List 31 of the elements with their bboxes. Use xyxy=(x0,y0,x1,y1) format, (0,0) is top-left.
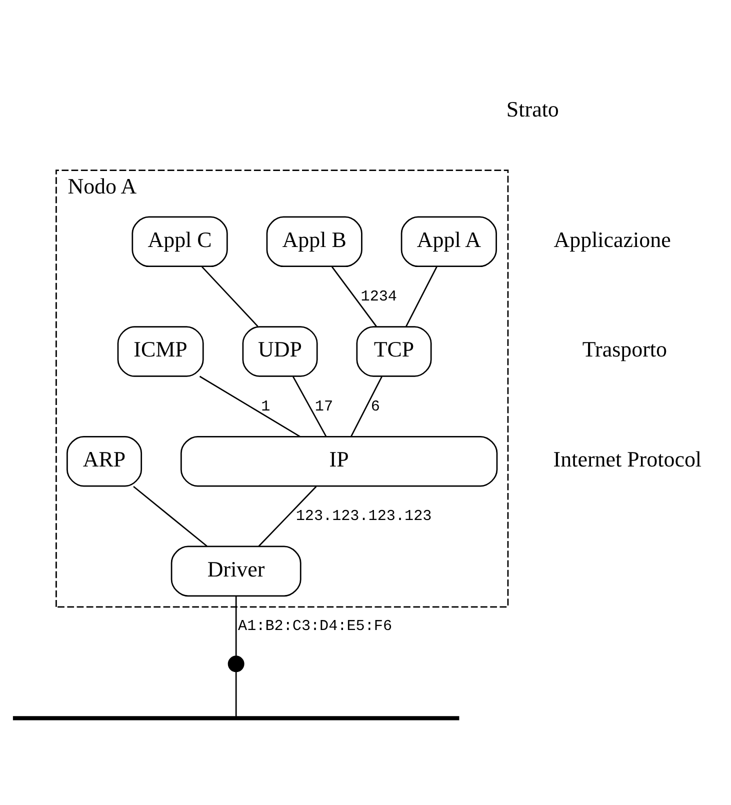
connector xyxy=(292,376,327,436)
node-box: Appl A xyxy=(400,216,497,267)
node-bar xyxy=(12,716,460,720)
connector xyxy=(133,485,208,546)
node-box: IP xyxy=(180,435,498,486)
connector xyxy=(199,375,300,437)
edge-label: 17 xyxy=(314,396,334,415)
node-box: UDP xyxy=(242,326,318,376)
edge-label: 1234 xyxy=(360,286,398,305)
edge-label: 1 xyxy=(261,396,270,415)
edge-label: 6 xyxy=(370,396,380,415)
connector xyxy=(258,486,317,546)
connector xyxy=(406,266,438,326)
label: Internet Protocol xyxy=(553,446,702,472)
node-box: TCP xyxy=(356,326,432,376)
node-circle xyxy=(228,655,244,672)
label: Applicazione xyxy=(554,226,671,252)
label: Trasporto xyxy=(582,336,667,362)
connector xyxy=(331,266,377,326)
node-box: ARP xyxy=(66,435,142,486)
edge-label: 123.123.123.123 xyxy=(296,506,432,525)
connector xyxy=(235,671,237,716)
node-box: Driver xyxy=(170,545,302,596)
node-box: ICMP xyxy=(117,326,204,376)
label: Strato xyxy=(506,96,559,121)
node-box: Appl B xyxy=(266,216,362,267)
node-box: Appl C xyxy=(132,216,228,267)
connector xyxy=(235,596,237,656)
edge-label: A1:B2:C3:D4:E5:F6 xyxy=(238,616,392,634)
connector xyxy=(350,376,382,436)
connector xyxy=(202,266,258,326)
